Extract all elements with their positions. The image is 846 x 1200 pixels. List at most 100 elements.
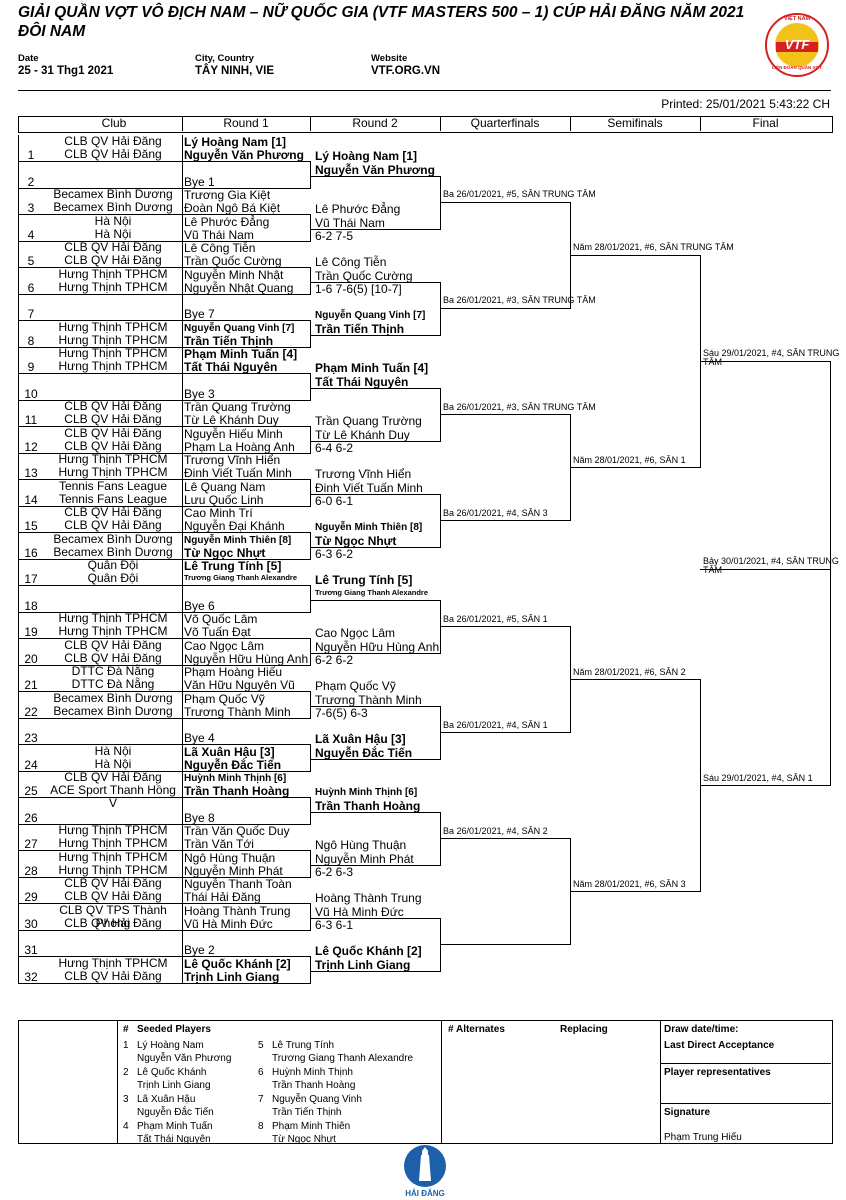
club-name: DTTC Đà Nẵng: [71, 664, 155, 678]
club-name: Hưng Thịnh TPHCM: [58, 319, 168, 334]
round1-player: Lý Hoàng Nam [1]: [184, 135, 287, 149]
semifinal-line: [570, 891, 700, 892]
draw-position-number: 18: [24, 598, 38, 613]
club-line: [18, 240, 182, 242]
round1-player: Võ Quốc Lâm: [184, 612, 258, 626]
round1-player: Bye 2: [184, 943, 215, 957]
round1-line: [182, 956, 310, 957]
club-line: [18, 479, 182, 480]
round2-player: Từ Ngọc Nhựt: [315, 533, 397, 548]
round2-score: 6-2 6-2: [315, 652, 354, 667]
quarterfinal-line: [440, 414, 570, 415]
club-name: Tennis Fans League: [58, 491, 168, 506]
round2-line: [310, 864, 440, 866]
last-direct-label: Last Direct Acceptance: [664, 1040, 775, 1051]
round2-line: [310, 493, 440, 495]
round1-player: Lê Công Tiễn: [184, 241, 256, 255]
draw-position-number: 3: [27, 201, 35, 215]
draw-position-number: 10: [24, 386, 38, 401]
column-header-row: [18, 116, 833, 133]
seed-number: 5: [258, 1040, 264, 1051]
round1-connector: [310, 691, 311, 719]
round1-line: [182, 903, 310, 904]
round1-player: Trần Tiến Thịnh: [184, 333, 274, 348]
round1-connector: [310, 903, 311, 931]
round1-player: Bye 8: [184, 810, 215, 825]
quarterfinal-line: [440, 520, 570, 521]
club-name: Hưng Thịnh TPHCM: [58, 279, 168, 294]
club-name: Hà Nội: [94, 213, 132, 228]
round2-line: [310, 705, 440, 707]
club-name: CLB QV Hải Đăng: [64, 147, 162, 161]
club-line: [18, 850, 182, 851]
round1-connector: [310, 214, 311, 242]
round1-player: Nguyễn Hiếu Minh: [184, 426, 283, 441]
round1-connector: [310, 585, 311, 613]
round2-line: [310, 334, 440, 336]
round2-score: 6-2 6-3: [315, 864, 354, 879]
seed-player: Trương Giang Thanh Alexandre: [272, 1053, 414, 1064]
club-name: CLB QV TPS Thành Phong: [59, 902, 167, 930]
round1-player: Tất Thái Nguyên: [184, 360, 278, 374]
draw-position-number: 24: [24, 757, 38, 772]
club-line: [18, 267, 182, 268]
round1-line: [182, 505, 310, 507]
date-label: Date: [18, 53, 39, 64]
club-name: Hưng Thịnh TPHCM: [58, 849, 168, 864]
round2-score: 6-2 7-5: [315, 228, 354, 243]
final-schedule: Sáu 29/01/2021, #4, SÂN TRUNG TÂM: [703, 348, 840, 367]
draw-position-number: 28: [24, 863, 38, 878]
club-name: Becamex Bình Dương: [53, 544, 173, 559]
replacing-title: Replacing: [560, 1024, 608, 1035]
club-name: Hưng Thịnh TPHCM: [58, 862, 168, 877]
signature-label: Signature: [664, 1107, 711, 1118]
round1-player: Nguyễn Minh Nhật: [184, 267, 284, 282]
round1-line: [182, 585, 310, 586]
round2-player: Lê Phước Đẳng: [315, 201, 401, 216]
round1-player: Nguyễn Văn Phương: [184, 148, 304, 162]
round2-player: Nguyễn Hữu Hùng Anh: [315, 639, 440, 654]
round1-player: Nguyễn Quang Vinh [7]: [184, 322, 295, 334]
club-name: Quân Đội: [87, 571, 139, 585]
round2-player: Nguyễn Đắc Tiến: [315, 745, 413, 760]
club-line: [18, 876, 182, 878]
event-subtitle: ĐÔI NAM: [18, 23, 86, 40]
round1-player: Bye 1: [184, 174, 215, 189]
col-quarterfinals: Quarterfinals: [440, 116, 571, 131]
draw-position-number: 25: [24, 784, 38, 798]
round1-player: Ngô Hùng Thuận: [184, 850, 276, 865]
round1-line: [182, 267, 310, 268]
club-line: [18, 585, 182, 586]
draw-position-number: 1: [27, 148, 35, 162]
club-name: CLB QV Hải Đăng: [64, 505, 162, 519]
round1-player: Hoàng Thành Trung: [184, 903, 291, 918]
round1-connector: [310, 532, 311, 560]
round2-line: [310, 546, 440, 548]
round2-player: Trần Quốc Cường: [315, 268, 413, 283]
round1-line: [182, 823, 310, 825]
round1-connector: [310, 320, 311, 348]
draw-date-label: Draw date/time:: [664, 1024, 739, 1035]
draw-position-number: 14: [24, 492, 38, 507]
quarterfinal-line: [440, 202, 570, 203]
round2-player: Trương Vĩnh Hiển: [315, 466, 412, 481]
club-name: Hưng Thịnh TPHCM: [58, 359, 168, 373]
signer-name: Phạm Trung Hiếu: [664, 1132, 742, 1143]
round2-player: Trần Quang Trường: [315, 413, 422, 428]
quarterfinal-line: [440, 308, 570, 309]
round1-line: [182, 399, 310, 401]
round1-player: Bye 6: [184, 598, 215, 613]
round1-connector: [310, 638, 311, 666]
bracket-border: [182, 135, 183, 984]
round1-player: Lê Phước Đẳng: [184, 214, 270, 229]
round1-player: Bye 7: [184, 307, 215, 321]
round2-line: [310, 387, 440, 389]
final-line: [700, 785, 831, 786]
round2-score: 6-0 6-1: [315, 493, 354, 508]
quarterfinal-schedule: Ba 26/01/2021, #3, SÂN TRUNG TÂM: [443, 402, 596, 412]
club-name: Hưng Thịnh TPHCM: [58, 266, 168, 281]
semifinal-schedule: Năm 28/01/2021, #6, SÂN 3: [573, 879, 686, 889]
round2-line: [310, 758, 440, 760]
round1-line: [182, 664, 310, 666]
round2-player: Từ Lê Khánh Duy: [315, 427, 410, 442]
